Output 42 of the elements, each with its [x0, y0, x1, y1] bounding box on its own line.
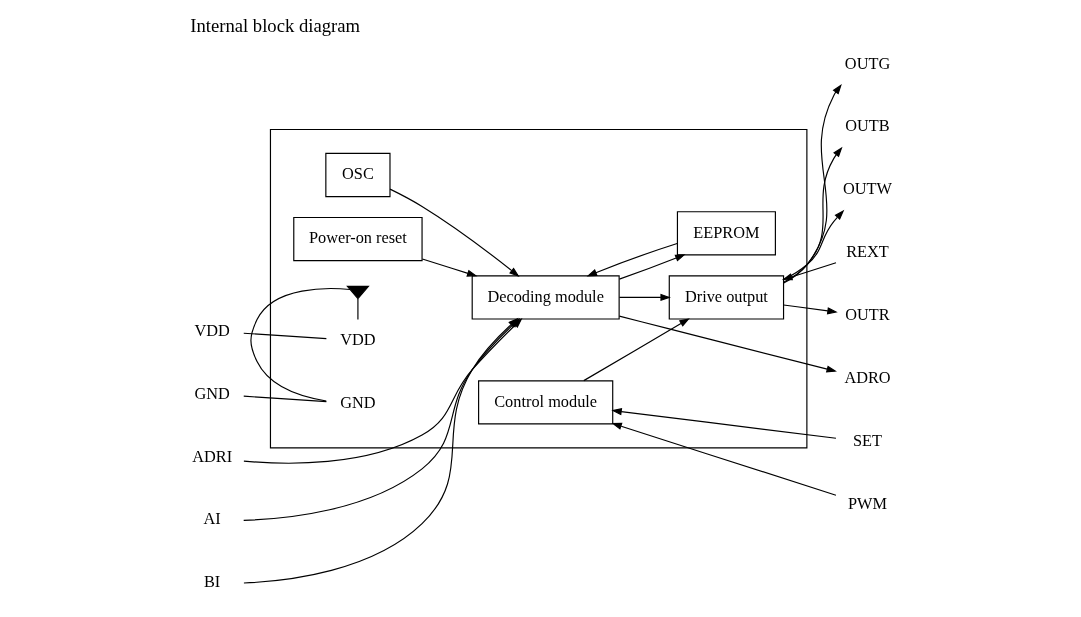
node-box: Power-on reset [292, 216, 423, 262]
node-text: BI [203, 572, 220, 592]
node-box: Decoding module [471, 275, 620, 320]
cluster [269, 128, 807, 449]
node-text: VDD [193, 320, 230, 340]
node-diode [345, 285, 370, 300]
node-text: GND [193, 383, 230, 403]
node-text: GND [339, 392, 376, 412]
node-text: REXT [845, 242, 889, 262]
node-text: ADRI [191, 446, 232, 466]
node-text: PWM [847, 494, 887, 514]
arrow [618, 254, 686, 280]
node-text: OUTG [844, 53, 890, 73]
arrow [586, 242, 678, 277]
node-box: EEPROM [676, 211, 776, 256]
arrow [389, 188, 520, 277]
node-box: Control module [477, 380, 613, 425]
connector [249, 288, 351, 402]
arrow [782, 146, 843, 283]
arrow [781, 262, 837, 281]
connector [242, 395, 327, 403]
arrow [782, 84, 842, 284]
node-text: VDD [339, 329, 376, 349]
node-text: AI [203, 509, 221, 529]
arrow [618, 315, 837, 373]
arrow [618, 293, 671, 302]
connector [242, 332, 327, 340]
diagram-title: Internal block diagram [189, 15, 360, 37]
connector [356, 298, 358, 320]
node-text: SET [852, 431, 882, 451]
arrow [782, 304, 838, 315]
node-text: OUTB [844, 116, 890, 136]
arrow [782, 209, 844, 281]
arrow [610, 408, 837, 439]
arrow [582, 318, 690, 382]
node-text: OUTR [844, 305, 890, 325]
arrow [610, 422, 837, 496]
node-text: ADRO [843, 368, 891, 388]
arrow [421, 258, 477, 277]
node-text: OUTW [842, 179, 892, 199]
node-box: OSC [324, 152, 391, 198]
node-box: Drive output [668, 275, 784, 320]
